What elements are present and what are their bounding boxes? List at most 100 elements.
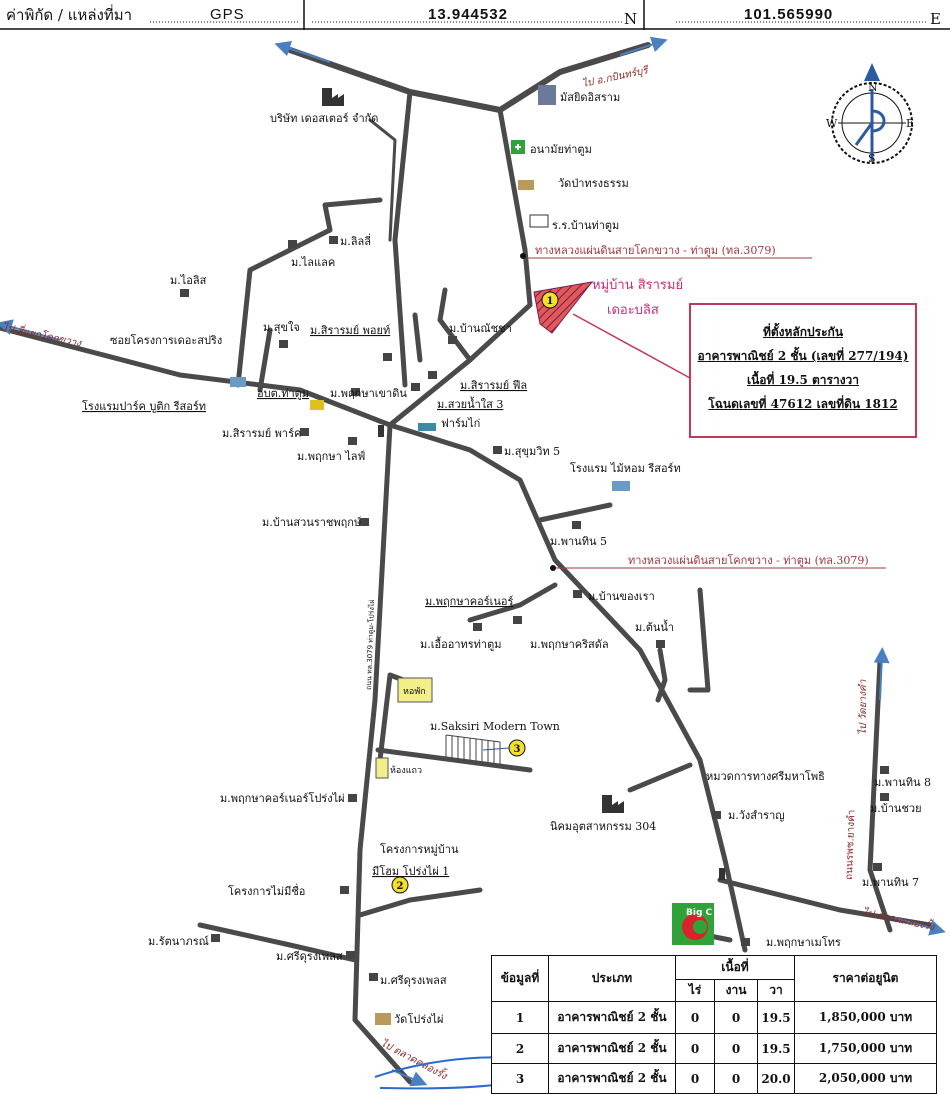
coordinate-header: ค่าพิกัด / แหล่งที่มา GPS 13.944532 N 10… xyxy=(0,0,950,30)
collateral-area: เนื้อที่ 19.5 ตารางวา xyxy=(746,373,860,387)
marker-1: 1 xyxy=(541,291,559,309)
svg-text:Big C: Big C xyxy=(686,908,713,918)
comparison-price-table: ข้อมูลที่ ประเภท เนื้อที่ ราคาต่อยูนิต ไ… xyxy=(491,955,937,1094)
poi-label: ม.พฤกษาเมโทร xyxy=(766,935,841,949)
poi-label: ม.บ้านชวย xyxy=(870,802,922,815)
svg-text:S: S xyxy=(868,152,876,165)
village-name-line2: เดอะบลิส xyxy=(607,303,659,318)
factory-icon xyxy=(322,88,344,106)
coord-label: ค่าพิกัด / แหล่งที่มา xyxy=(6,6,133,24)
factory-icon-2 xyxy=(602,795,624,813)
poi-label: ม.Saksiri Modern Town xyxy=(430,720,560,733)
svg-text:W: W xyxy=(826,117,838,130)
poi-label: วัดป่าทรงธรรม xyxy=(558,177,629,190)
poi-label: ม.บ้านสวนราชพฤกษ์ xyxy=(262,516,361,529)
traffic-light-icon xyxy=(378,425,384,437)
svg-text:E: E xyxy=(906,117,914,130)
village-name-line1: หมู่บ้าน สิรารมย์ xyxy=(592,277,683,293)
highway-label-lower: ทางหลวงแผ่นดินสายโคกขวาง - ท่าตูม (ทล.30… xyxy=(628,553,869,567)
poi-label: ม.พานทิน 7 xyxy=(862,876,919,889)
school-icon xyxy=(529,214,549,228)
col-header-ngan: งาน xyxy=(714,979,758,1002)
vertical-road-label: ถนน ทล.3079 ท่าตูม-โปร่งไผ่ xyxy=(364,599,376,690)
mosque-icon xyxy=(538,85,556,105)
poi-label: ม.พฤกษาเขาดิน xyxy=(330,387,407,400)
poi-label: ม.พานทิน 5 xyxy=(550,535,607,548)
temple-icon xyxy=(518,180,534,190)
lon-suffix: E xyxy=(930,10,941,28)
shophouse-label: ห้องแถว xyxy=(390,765,422,776)
svg-text:1: 1 xyxy=(547,296,554,307)
poi-label: ม.บ้านณัชชา xyxy=(449,322,512,335)
bigc-logo: Big C xyxy=(672,903,714,945)
poi-label: ม.พฤกษาคอร์เนอร์ xyxy=(425,595,514,608)
poi-label: นิคมอุตสาหกรรม 304 xyxy=(550,820,656,833)
hotel-icon xyxy=(230,377,246,387)
coord-source: GPS xyxy=(210,6,245,23)
poi-label: โครงการหมู่บ้าน xyxy=(380,842,459,856)
col-header-price: ราคาต่อยูนิต xyxy=(794,955,937,1002)
svg-text:2: 2 xyxy=(397,881,404,892)
latitude-value: 13.944532 xyxy=(428,6,508,23)
poi-label: โครงการไม่มีชื่อ xyxy=(228,883,305,898)
temple-icon-2 xyxy=(375,1013,391,1025)
poi-label: ม.พานทิน 8 xyxy=(874,776,931,789)
hotel-icon-2 xyxy=(612,481,630,491)
callout-line xyxy=(572,313,691,379)
poi-label: ม.สิรารมย์ พาร์ค xyxy=(222,427,301,440)
collateral-building: อาคารพาณิชย์ 2 ชั้น (เลขที่ 277/194) xyxy=(697,349,909,363)
poi-label: ม.สุขใจ xyxy=(263,321,300,334)
traffic-light-icon xyxy=(719,868,725,880)
poi-label: วัดโปร่งไผ่ xyxy=(394,1012,443,1026)
subject-parcel xyxy=(533,281,594,334)
poi-label: ม.ไอลิส xyxy=(170,274,207,287)
col-header-type: ประเภท xyxy=(548,955,676,1002)
compass-rose: N S W E xyxy=(826,63,914,165)
poi-label: ม.สิรารมย์ ฟีล xyxy=(460,379,527,392)
poi-label: ฟาร์มไก่ xyxy=(441,417,480,430)
village-icons xyxy=(180,236,889,981)
yangkhom-road-label: ถนนรพช.ยางคำ xyxy=(844,809,857,880)
saksiri-lots xyxy=(445,734,501,766)
poi-icons xyxy=(230,85,630,1025)
col-header-rai: ไร่ xyxy=(675,979,715,1002)
poi-label: ม.สิรารมย์ พอยท์ xyxy=(310,324,390,337)
poi-label: ซอยโครงการเดอะสปริง xyxy=(110,333,222,347)
col-header-wa: วา xyxy=(757,979,795,1002)
poi-label: อนามัยท่าตูม xyxy=(530,143,592,156)
farm-icon xyxy=(418,423,436,431)
location-map: ถนน ทล.3079 ท่าตูม-โปร่งไผ่ ไป อ.กบินทร์… xyxy=(0,36,946,1090)
obt-icon xyxy=(310,400,324,410)
poi-label: ม.ศรีดุรงเพลส xyxy=(380,974,447,987)
poi-label: อบต.ท่าตูม xyxy=(257,387,309,400)
marker-2: 2 xyxy=(391,876,409,894)
poi-label: ม.พฤกษา ไลฟ์ xyxy=(297,450,365,463)
poi-label: โรงแรม ไม้หอม รีสอร์ท xyxy=(570,461,681,475)
to-watyangkhom-label: ไป วัดยางคำ xyxy=(857,679,869,735)
collateral-info-box: ที่ตั้งหลักประกัน อาคารพาณิชย์ 2 ชั้น (เ… xyxy=(689,303,917,438)
poi-label: หมวดการทางศรีมหาโพธิ xyxy=(706,769,825,783)
poi-label: โรงแรมปาร์ค บูติก รีสอร์ท xyxy=(82,399,206,413)
to-kabinburi-label: ไป อ.กบินทร์บุรี xyxy=(581,64,651,90)
svg-text:3: 3 xyxy=(514,744,521,755)
poi-label: ม.วังสำราญ xyxy=(728,809,785,822)
poi-label: ม.ศรีดุรงเพลส xyxy=(276,950,343,963)
poi-label: ม.ต้นน้ำ xyxy=(635,619,674,634)
marker-3: 3 xyxy=(508,739,526,757)
header-frame xyxy=(0,0,950,30)
dorm-label: หอพัก xyxy=(403,687,426,697)
poi-label: ม.เอื้ออาทรท่าตูม xyxy=(420,636,502,651)
poi-label: ม.พฤกษาคริสดัล xyxy=(530,638,609,651)
collateral-title: ที่ตั้งหลักประกัน xyxy=(762,325,844,339)
road-network xyxy=(0,42,933,1085)
poi-label: ม.บ้านของเรา xyxy=(588,590,655,603)
collateral-deed: โฉนดเลขที่ 47612 เลขที่ดิน 1812 xyxy=(708,397,898,411)
poi-label: ม.สวยน้ำใส 3 xyxy=(437,396,503,411)
poi-label: มีโฮม โปร่งไผ่ 1 xyxy=(372,864,449,878)
poi-label: ม.ไลแลค xyxy=(291,256,335,269)
poi-label: ร.ร.บ้านท่าตูม xyxy=(552,219,619,232)
highway-label-upper: ทางหลวงแผ่นดินสายโคกขวาง - ท่าตูม (ทล.30… xyxy=(535,243,776,257)
lat-suffix: N xyxy=(624,10,638,28)
